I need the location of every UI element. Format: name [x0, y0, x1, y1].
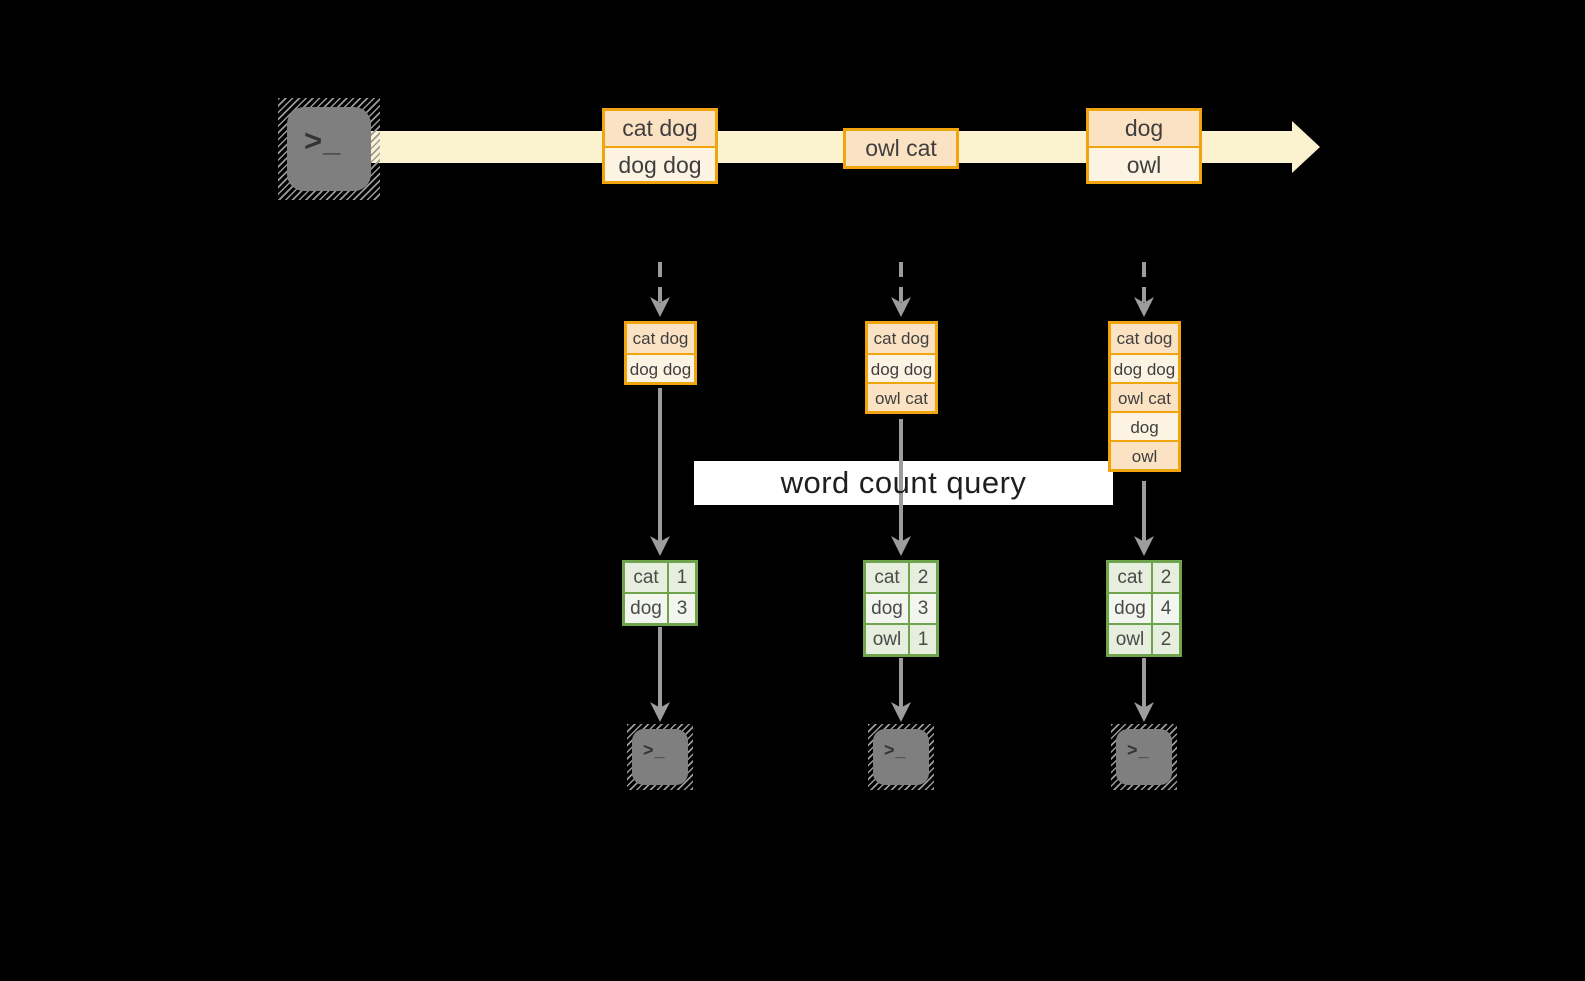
- count-cell: 3: [669, 594, 695, 623]
- query-label-band: [694, 461, 1113, 505]
- box-row: dog dog: [1111, 353, 1178, 382]
- count-cell: 3: [910, 594, 936, 623]
- count-cell: 2: [910, 563, 936, 592]
- terminal-prompt-glyph: >_: [1127, 740, 1150, 760]
- terminal-prompt-glyph: >_: [884, 740, 907, 760]
- box-row: cat dog: [1111, 324, 1178, 353]
- terminal-source-icon: >_: [278, 98, 380, 200]
- count-cell: 2: [1153, 625, 1179, 654]
- count-cell: 2: [1153, 563, 1179, 592]
- terminal-sink-icon-1: >_: [627, 724, 693, 790]
- box-row: dog dog: [868, 353, 935, 382]
- box-row: owl: [1111, 440, 1178, 469]
- word-cell: cat: [625, 563, 669, 592]
- box-row: cat dog: [868, 324, 935, 353]
- stream-event-box-2: owl cat: [843, 128, 959, 169]
- terminal-body: >_: [873, 729, 929, 785]
- word-cell: cat: [866, 563, 910, 592]
- count-cell: 1: [910, 625, 936, 654]
- terminal-prompt-glyph: >_: [304, 123, 342, 158]
- terminal-body: >_: [632, 729, 688, 785]
- box-row: cat dog: [627, 324, 694, 353]
- word-cell: owl: [1109, 625, 1153, 654]
- terminal-sink-icon-2: >_: [868, 724, 934, 790]
- box-row: owl cat: [868, 382, 935, 411]
- word-cell: dog: [1109, 594, 1153, 623]
- stream-arrow-head: [1292, 121, 1320, 173]
- terminal-body: >_: [287, 107, 371, 191]
- box-row: cat dog: [605, 111, 715, 146]
- box-row: dog dog: [605, 146, 715, 181]
- terminal-prompt-glyph: >_: [643, 740, 666, 760]
- terminal-sink-icon-3: >_: [1111, 724, 1177, 790]
- box-row: owl: [1089, 146, 1199, 181]
- box-row: dog: [1089, 111, 1199, 146]
- count-cell: 1: [669, 563, 695, 592]
- word-cell: dog: [866, 594, 910, 623]
- box-row: owl cat: [1111, 382, 1178, 411]
- box-row: dog dog: [627, 353, 694, 382]
- query-label-text: word count query: [780, 465, 1027, 500]
- terminal-body: >_: [1116, 729, 1172, 785]
- word-cell: cat: [1109, 563, 1153, 592]
- word-cell: owl: [866, 625, 910, 654]
- count-cell: 4: [1153, 594, 1179, 623]
- box-row: owl cat: [846, 131, 956, 166]
- word-cell: dog: [625, 594, 669, 623]
- box-row: dog: [1111, 411, 1178, 440]
